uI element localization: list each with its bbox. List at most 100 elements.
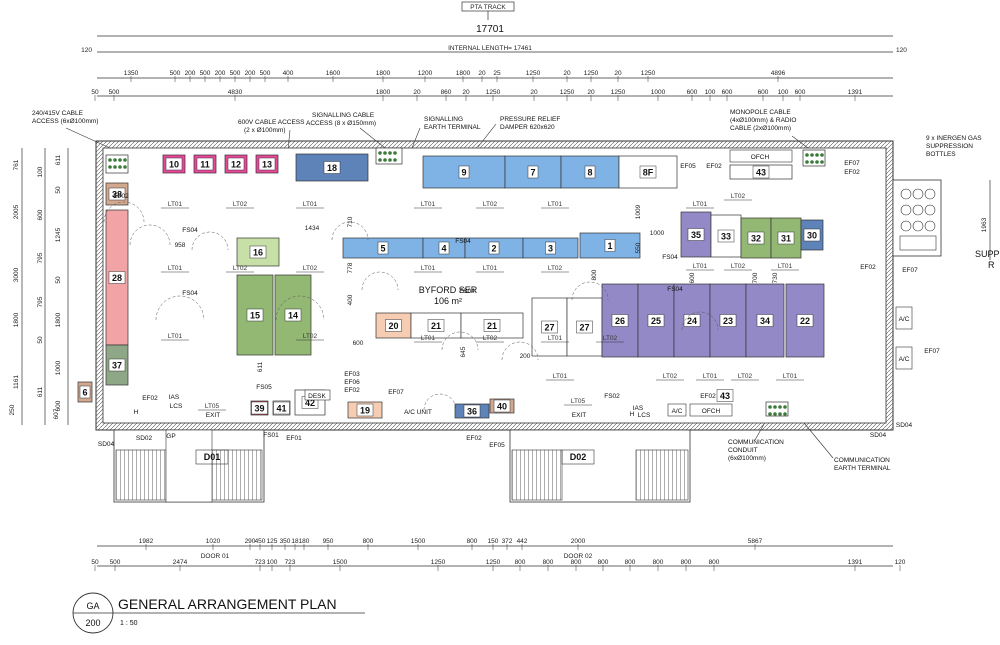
equipment-label-8F: 8F <box>643 168 654 178</box>
equipment-tag-6 <box>79 385 91 399</box>
supp-label: SUPP <box>975 249 1000 259</box>
left-dim-outer-value: 250 <box>9 404 16 415</box>
dim-value: 2000 <box>571 538 586 545</box>
light-label: LT01 <box>548 201 563 208</box>
equipment-label-2: 2 <box>491 244 496 254</box>
dim-value: 180 <box>299 538 310 545</box>
light-label: LT05 <box>205 403 220 410</box>
left-dim-inner-value: 1245 <box>55 227 62 242</box>
light-label: LT01 <box>703 373 718 380</box>
equipment-tag-25 <box>647 314 665 327</box>
cable-duct <box>118 158 122 162</box>
cable-duct <box>383 158 387 162</box>
stairs-right-b <box>635 449 689 501</box>
light-label: LT01 <box>168 333 183 340</box>
equipment-tag-37 <box>108 358 126 372</box>
inner-dim-value: 611 <box>257 361 264 372</box>
cable-duct <box>783 405 787 409</box>
dim-value: 723 <box>285 559 296 566</box>
left-dim-inner-value: 50 <box>55 186 62 194</box>
fs01-label: FS01 <box>263 432 279 439</box>
dim-value: 200 <box>185 70 196 77</box>
dim-value: 1391 <box>848 89 863 96</box>
cable-duct <box>810 153 814 157</box>
equipment-label-34: 34 <box>760 316 770 326</box>
equipment-tag-41 <box>273 401 290 415</box>
dim-value: 1250 <box>431 559 446 566</box>
light-label: LT01 <box>778 263 793 270</box>
equipment-label-14: 14 <box>288 311 298 321</box>
swing-arc <box>191 231 229 251</box>
equipment-label-18: 18 <box>327 163 337 173</box>
cable-duct <box>393 151 397 155</box>
equipment-label-8: 8 <box>587 168 592 178</box>
right-dim-value: 1963 <box>981 217 988 232</box>
left-dim-inner-value: 795 <box>37 252 44 263</box>
ef07-label-b: EF07 <box>902 267 918 274</box>
equipment-tag-7 <box>527 165 539 179</box>
equipment-label-6: 6 <box>82 388 87 398</box>
cable-access-3 <box>765 401 789 417</box>
dim-value: 1250 <box>526 70 541 77</box>
equipment-20[interactable] <box>375 312 412 339</box>
ias-label-left: IAS <box>169 394 180 401</box>
cable-duct <box>805 160 809 164</box>
stairs-left-b <box>211 449 263 501</box>
light-label: LT01 <box>168 265 183 272</box>
cable-duct <box>383 151 387 155</box>
equipment-23[interactable] <box>709 283 747 358</box>
equipment-21b[interactable] <box>460 312 524 339</box>
dim-value: 100 <box>705 89 716 96</box>
inner-dim-value: 1009 <box>635 204 642 219</box>
equipment-tag-19 <box>356 403 374 417</box>
ef02-label-a: EF02 <box>706 163 722 170</box>
equipment-label-42: 42 <box>305 398 315 408</box>
cable-duct <box>805 153 809 157</box>
drawing-scale: 1 : 50 <box>120 620 138 627</box>
swing-arc <box>129 224 171 246</box>
ac-label-side-b: A/C <box>899 356 910 363</box>
dim-value: 800 <box>467 538 478 545</box>
swing-arc <box>275 295 325 321</box>
door-d01-label[interactable]: D01 <box>204 452 221 462</box>
cable-duct <box>810 160 814 164</box>
ef02-label-d: EF02 <box>860 264 876 271</box>
inner-dim-value: 1000 <box>650 230 665 237</box>
left-dim-inner-value: 1800 <box>55 312 62 327</box>
light-label: LT01 <box>483 265 498 272</box>
equipment-label-3: 3 <box>548 244 553 254</box>
equipment-label-9: 9 <box>461 168 466 178</box>
cable-duct <box>108 158 112 162</box>
dim-value: 18 <box>291 538 299 545</box>
equipment-tag-22 <box>796 314 814 327</box>
equipment-label-26: 26 <box>615 316 625 326</box>
left-dim-outer-value: 3000 <box>13 267 20 282</box>
equipment-tag-4 <box>438 241 450 255</box>
equipment-label-37: 37 <box>112 361 122 371</box>
lcs-label-left: LCS <box>170 403 183 410</box>
fs05-label: FS05 <box>256 384 272 391</box>
dim-value: 50 <box>91 89 99 96</box>
light-label: LT01 <box>303 201 318 208</box>
gp-label: GP <box>166 433 175 440</box>
cable-duct <box>118 165 122 169</box>
inner-dim-value: 400 <box>347 294 354 305</box>
equipment-label-41: 41 <box>276 404 286 414</box>
dim-value: 1000 <box>651 89 666 96</box>
h-label-left: H <box>134 409 139 416</box>
light-label: LT01 <box>421 335 436 342</box>
light-label: LT02 <box>731 193 746 200</box>
door-d02-label[interactable]: D02 <box>570 452 587 462</box>
equipment-tag-20 <box>385 319 402 332</box>
door-01-dim-label: DOOR 01 <box>201 553 230 560</box>
dim-value: 50 <box>91 559 99 566</box>
ef02-label-c: EF02 <box>113 193 129 200</box>
light-label: LT01 <box>421 265 436 272</box>
cable-duct <box>820 160 824 164</box>
